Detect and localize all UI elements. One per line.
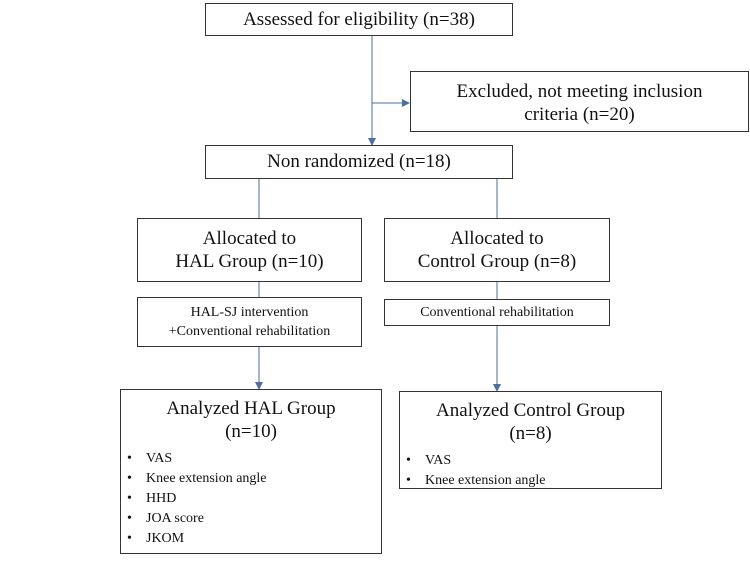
- measure-item: Knee extension angle: [121, 469, 381, 489]
- hal-analysis-box: Analyzed HAL Group (n=10) VAS Knee exten…: [120, 389, 382, 554]
- control-intervention-line-1: Conventional rehabilitation: [420, 305, 574, 320]
- control-allocation-line-1: Allocated to: [450, 228, 544, 249]
- measure-item: HHD: [121, 489, 381, 509]
- control-measures-list: VAS Knee extension angle: [400, 451, 661, 491]
- measure-item: VAS: [400, 451, 661, 471]
- assessed-box: Assessed for eligibility (n=38): [205, 3, 513, 36]
- hal-allocation-box: Allocated to HAL Group (n=10): [137, 218, 362, 282]
- measure-item: JKOM: [121, 529, 381, 549]
- non-randomized-box: Non randomized (n=18): [205, 145, 513, 179]
- control-analysis-line-1: Analyzed Control Group: [436, 400, 625, 421]
- hal-intervention-box: HAL-SJ intervention +Conventional rehabi…: [137, 297, 362, 347]
- hal-intervention-line-2: +Conventional rehabilitation: [168, 324, 331, 339]
- measure-item: Knee extension angle: [400, 471, 661, 491]
- non-randomized-label: Non randomized (n=18): [267, 151, 451, 172]
- excluded-box: Excluded, not meeting inclusion criteria…: [410, 71, 749, 132]
- hal-analysis-line-1: Analyzed HAL Group: [166, 398, 336, 419]
- measure-item: JOA score: [121, 509, 381, 529]
- hal-allocation-line-1: Allocated to: [202, 228, 297, 249]
- assessed-label: Assessed for eligibility (n=38): [243, 9, 475, 30]
- control-analysis-line-2: (n=8): [509, 423, 552, 444]
- control-allocation-line-2: Control Group (n=8): [417, 251, 577, 272]
- control-analysis-box: Analyzed Control Group (n=8) VAS Knee ex…: [399, 391, 662, 491]
- measure-item: VAS: [121, 449, 381, 469]
- control-intervention-box: Conventional rehabilitation: [384, 299, 610, 326]
- hal-intervention-line-1: HAL-SJ intervention: [190, 305, 309, 320]
- control-allocation-box: Allocated to Control Group (n=8): [384, 218, 610, 282]
- excluded-line-2: criteria (n=20): [524, 104, 635, 125]
- excluded-line-1: Excluded, not meeting inclusion: [456, 81, 703, 102]
- hal-measures-list: VAS Knee extension angle HHD JOA score J…: [121, 449, 381, 549]
- hal-analysis-line-2: (n=10): [225, 421, 277, 442]
- hal-allocation-line-2: HAL Group (n=10): [175, 251, 324, 272]
